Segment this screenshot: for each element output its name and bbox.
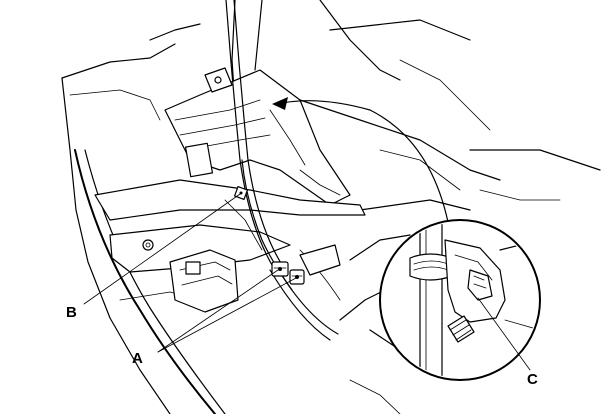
harness-clips-a	[271, 244, 341, 285]
detail-pointer-arrow	[272, 97, 449, 223]
detail-circle	[379, 219, 541, 381]
body-panel-lines	[61, 0, 601, 414]
mid-structure	[94, 179, 366, 301]
callout-c: C	[527, 371, 538, 388]
wiring-harness	[224, 0, 341, 341]
leader-lines	[83, 193, 531, 371]
callout-a: A	[132, 350, 143, 367]
lower-module	[169, 249, 239, 313]
upper-bracket	[164, 67, 351, 206]
callout-b: B	[66, 304, 77, 321]
